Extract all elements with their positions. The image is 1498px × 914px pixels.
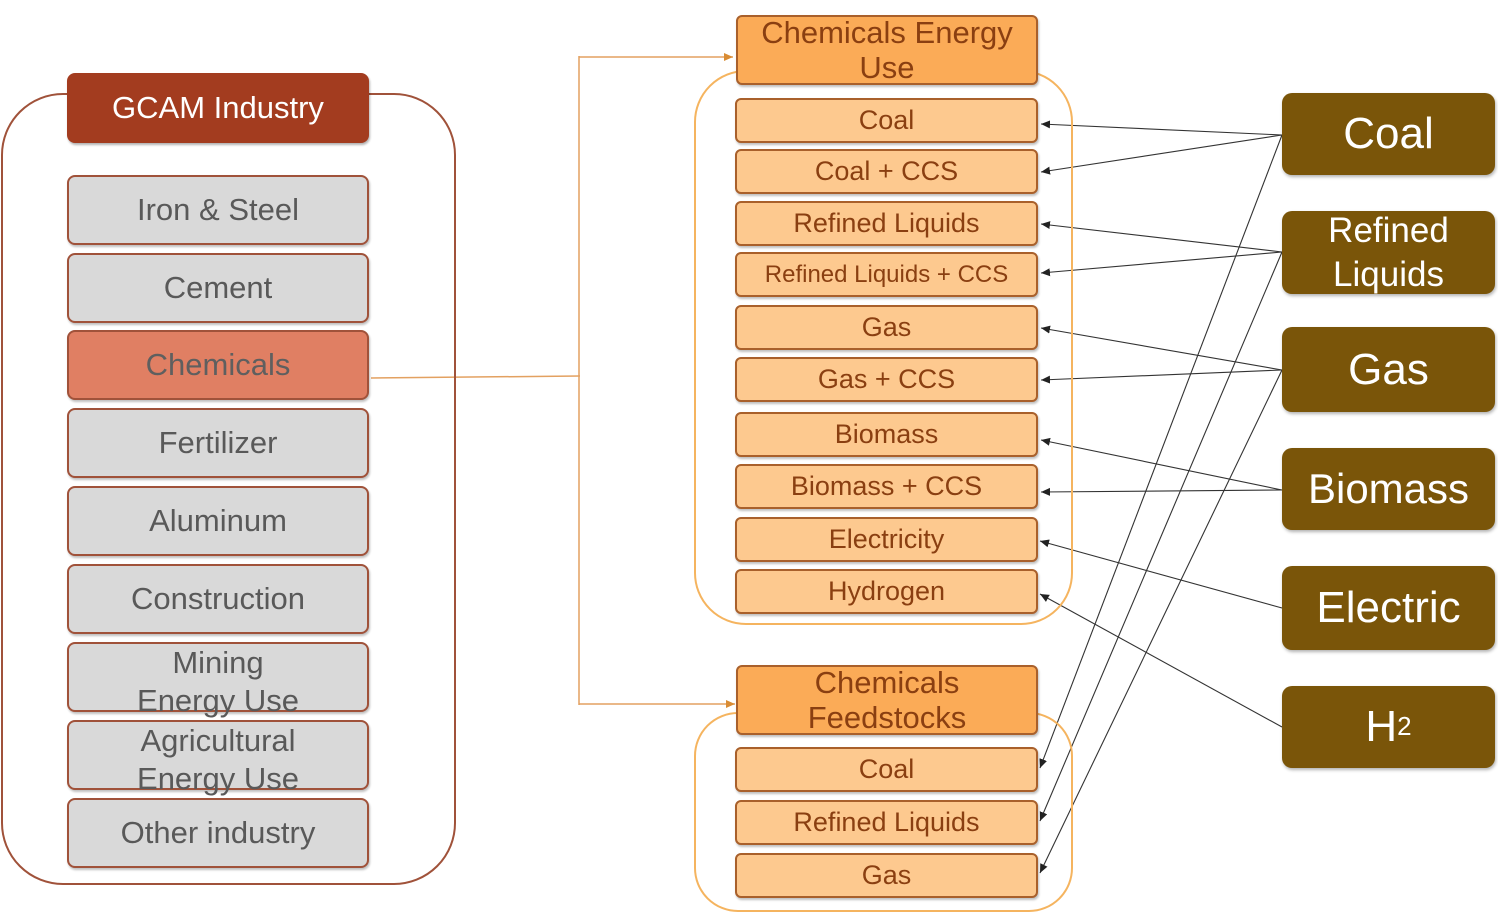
sector-cement[interactable]: Cement [67, 253, 369, 323]
fuel-biomass[interactable]: Biomass [1282, 448, 1495, 530]
arrow-biomass-to-biomass [1040, 437, 1283, 491]
energy-item-biomass-ccs[interactable]: Biomass + CCS [735, 464, 1038, 509]
feedstock-item-gas[interactable]: Gas [735, 853, 1038, 898]
arrow-liquids-to-liquids-ccs [1040, 251, 1283, 277]
sector-construction[interactable]: Construction [67, 564, 369, 634]
arrow-h2-to-hydrogen [1039, 593, 1283, 728]
energy-item-coal[interactable]: Coal [735, 98, 1038, 143]
energy-item-gas[interactable]: Gas [735, 305, 1038, 350]
chemicals-branch-connector [370, 53, 735, 708]
arrow-gas-to-feedstock-gas [1039, 369, 1283, 874]
gcam-industry-title: GCAM Industry [67, 73, 369, 143]
arrow-gas-to-gas [1040, 325, 1283, 371]
sector-iron-steel[interactable]: Iron & Steel [67, 175, 369, 245]
chemicals-energy-use-title: Chemicals Energy Use [736, 15, 1038, 85]
energy-item-electricity[interactable]: Electricity [735, 517, 1038, 562]
arrow-gas-to-gas-ccs [1040, 369, 1283, 384]
energy-item-refined-liquids[interactable]: Refined Liquids [735, 201, 1038, 246]
sector-aluminum[interactable]: Aluminum [67, 486, 369, 556]
arrow-coal-to-feedstock-coal [1039, 134, 1283, 769]
energy-item-refined-liquids-ccs[interactable]: Refined Liquids + CCS [735, 252, 1038, 297]
fuel-electric[interactable]: Electric [1282, 566, 1495, 650]
fuel-refined-liquids[interactable]: Refined Liquids [1282, 211, 1495, 294]
fuel-gas[interactable]: Gas [1282, 327, 1495, 412]
energy-item-coal-ccs[interactable]: Coal + CCS [735, 149, 1038, 194]
energy-item-gas-ccs[interactable]: Gas + CCS [735, 357, 1038, 402]
arrow-electric-to-electricity [1039, 539, 1283, 609]
fuel-h2-label: H [1365, 702, 1398, 752]
chemicals-feedstocks-title: Chemicals Feedstocks [736, 665, 1038, 735]
fuel-h2-subscript: 2 [1397, 711, 1412, 742]
sector-chemicals[interactable]: Chemicals [67, 330, 369, 400]
arrow-coal-to-coal [1040, 120, 1283, 136]
feedstock-item-coal[interactable]: Coal [735, 747, 1038, 792]
fuel-coal[interactable]: Coal [1282, 93, 1495, 175]
feedstock-item-refined-liquids[interactable]: Refined Liquids [735, 800, 1038, 845]
arrow-liquids-to-liquids [1040, 221, 1283, 253]
arrow-biomass-to-biomass-ccs [1040, 487, 1283, 496]
energy-item-hydrogen[interactable]: Hydrogen [735, 569, 1038, 614]
energy-item-biomass[interactable]: Biomass [735, 412, 1038, 457]
sector-other-industry[interactable]: Other industry [67, 798, 369, 868]
arrow-liquids-to-feedstock-liquids [1039, 251, 1283, 822]
sector-fertilizer[interactable]: Fertilizer [67, 408, 369, 478]
sector-mining-energy-use[interactable]: Mining Energy Use [67, 642, 369, 718]
sector-agricultural-energy-use[interactable]: Agricultural Energy Use [67, 720, 369, 796]
arrow-coal-to-coal-ccs [1040, 134, 1283, 175]
